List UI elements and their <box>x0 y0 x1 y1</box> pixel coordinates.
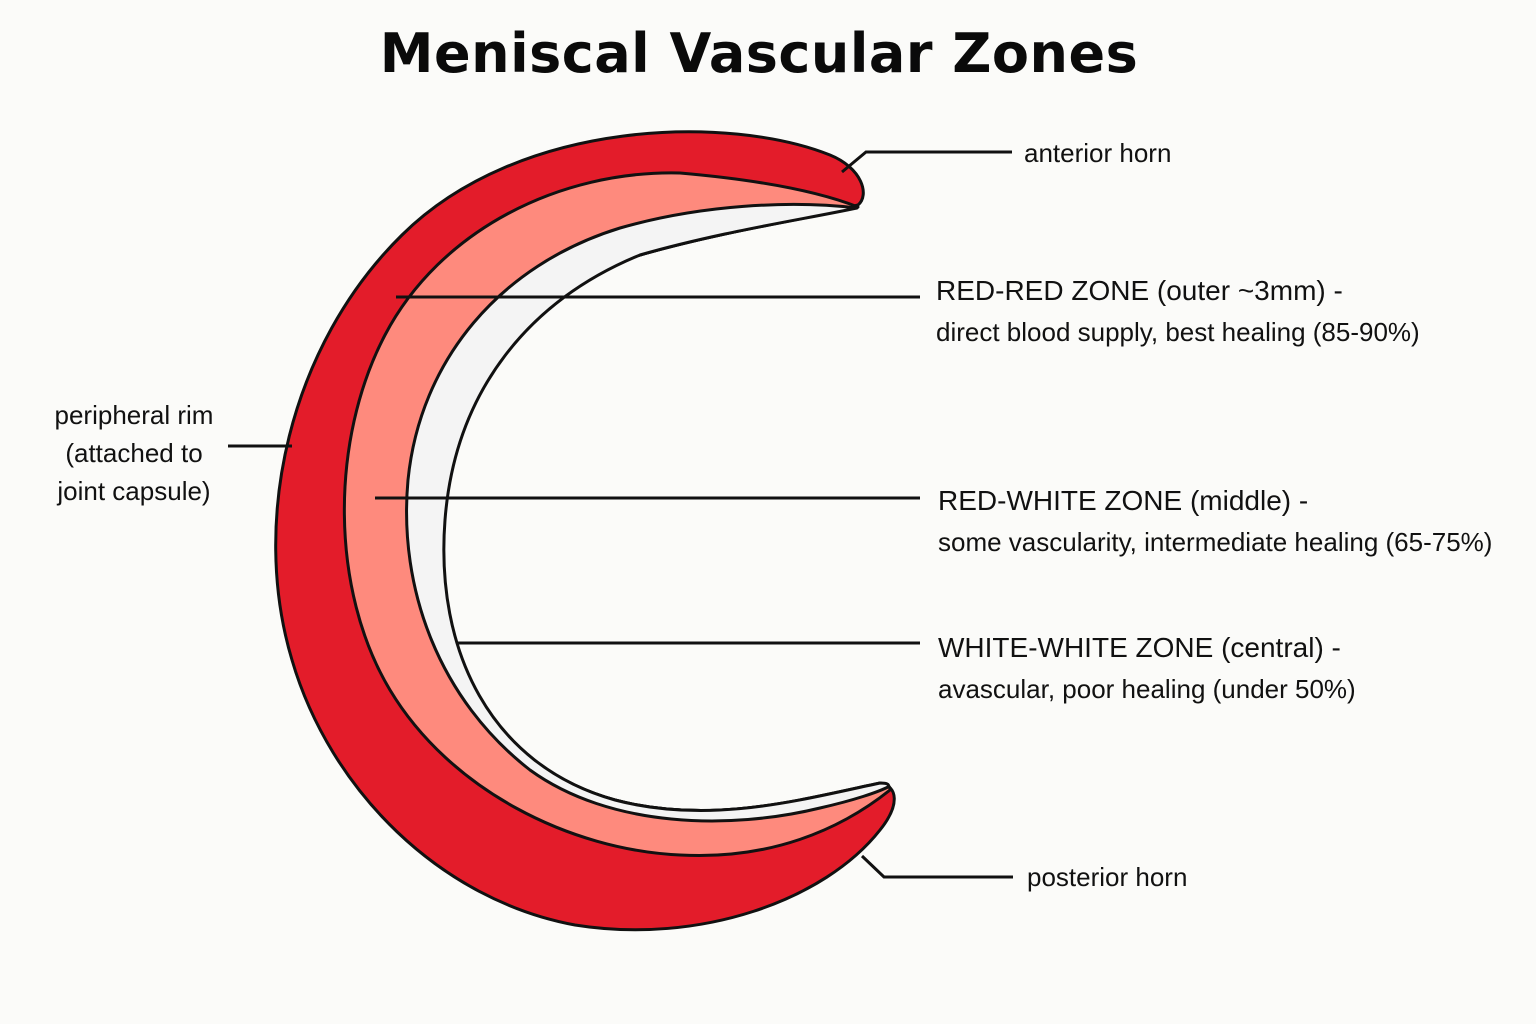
peripheral-rim-line-1: peripheral rim <box>54 400 214 430</box>
red-red-zone-detail: direct blood supply, best healing (85-90… <box>936 317 1420 347</box>
red-red-zone-label: RED-RED ZONE (outer ~3mm) - direct blood… <box>936 270 1420 352</box>
anterior-horn-leader <box>841 150 1012 174</box>
white-white-zone-heading: WHITE-WHITE ZONE (central) - <box>938 632 1341 663</box>
posterior-horn-leader <box>860 854 1013 879</box>
red-red-zone-heading: RED-RED ZONE (outer ~3mm) - <box>936 275 1343 306</box>
peripheral-rim-line-3: joint capsule) <box>57 476 211 506</box>
diagram-title: Meniscal Vascular Zones <box>379 22 1139 85</box>
red-white-zone-label: RED-WHITE ZONE (middle) - some vasculari… <box>938 480 1492 562</box>
posterior-horn-label: posterior horn <box>1027 862 1188 892</box>
white-white-zone-detail: avascular, poor healing (under 50%) <box>938 674 1356 704</box>
white-white-zone-label: WHITE-WHITE ZONE (central) - avascular, … <box>938 627 1356 709</box>
anterior-horn-label: anterior horn <box>1024 138 1172 168</box>
peripheral-rim-line-2: (attached to <box>65 438 203 468</box>
red-white-zone-detail: some vascularity, intermediate healing (… <box>938 527 1493 557</box>
white-white-zone <box>405 202 890 823</box>
red-white-zone-heading: RED-WHITE ZONE (middle) - <box>938 485 1309 516</box>
peripheral-rim-label: peripheral rim (attached to joint capsul… <box>40 396 228 510</box>
